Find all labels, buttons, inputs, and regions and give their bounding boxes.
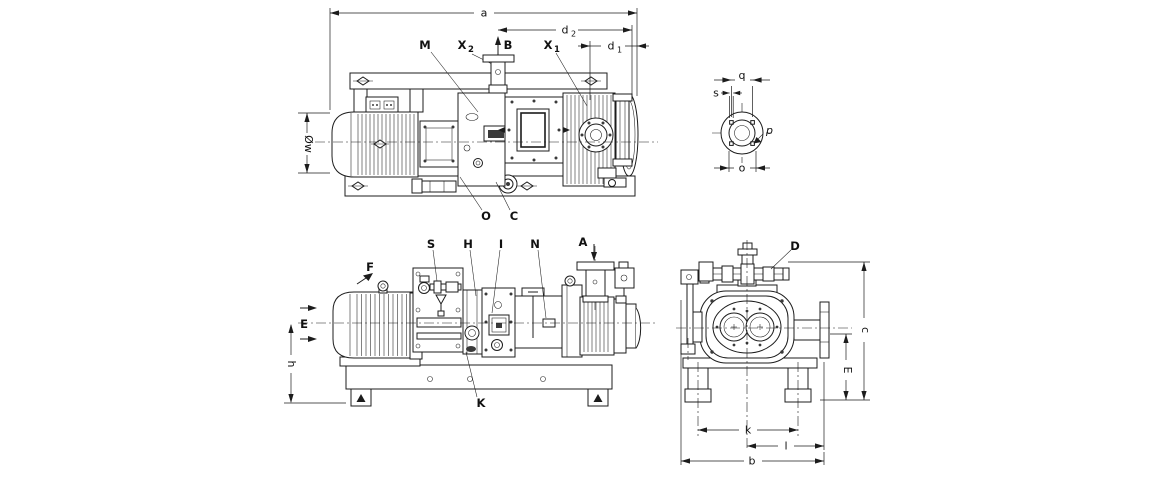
label-e-airflow: E bbox=[300, 305, 317, 342]
end-cover-plan bbox=[612, 93, 639, 177]
inlet-port-side bbox=[576, 246, 615, 312]
lifting-eye-icon bbox=[517, 181, 537, 191]
rotor-bore bbox=[719, 312, 775, 342]
dimension-c: c bbox=[788, 261, 872, 401]
coupling-bell-side bbox=[462, 289, 483, 355]
eye-bolt-icon bbox=[564, 275, 576, 287]
dim-label-p: p bbox=[765, 124, 773, 137]
svg-text:E: E bbox=[300, 317, 308, 331]
motor-terminal-box bbox=[365, 96, 399, 113]
lifting-eye-icon bbox=[353, 76, 373, 86]
svg-text:F: F bbox=[366, 260, 374, 274]
svg-text:K: K bbox=[477, 396, 487, 410]
eye-bolt-icon bbox=[377, 280, 389, 294]
dim-label-s: s bbox=[713, 87, 719, 100]
svg-text:X: X bbox=[544, 38, 553, 52]
port-label-x1: X 1 bbox=[544, 38, 588, 107]
discharge-port-end bbox=[793, 301, 830, 359]
svg-text:O: O bbox=[481, 209, 491, 223]
motor-side bbox=[332, 280, 423, 367]
port-flange-plate-plan bbox=[498, 96, 570, 164]
port-label-m: M bbox=[419, 38, 479, 113]
dimension-l: l bbox=[747, 362, 825, 453]
dim-label-d1-sub: 1 bbox=[617, 46, 622, 55]
dimension-ow: Øw bbox=[298, 112, 330, 174]
dimension-k: k bbox=[698, 424, 798, 437]
svg-text:M: M bbox=[419, 38, 430, 52]
dim-label-ow: Øw bbox=[302, 135, 315, 153]
dimension-a: a bbox=[329, 7, 638, 110]
dimension-b: b bbox=[680, 300, 825, 468]
dim-label-b: b bbox=[749, 455, 756, 468]
dim-label-l: l bbox=[784, 440, 787, 453]
svg-text:1: 1 bbox=[554, 45, 560, 55]
dim-label-o-flange: o bbox=[739, 162, 746, 175]
lifting-eye-icon bbox=[581, 76, 601, 86]
svg-text:X: X bbox=[458, 38, 467, 52]
label-h-port: H bbox=[463, 237, 477, 297]
svg-text:2: 2 bbox=[468, 45, 474, 55]
flange-detail-view: q s o p bbox=[712, 69, 773, 175]
dim-label-k: k bbox=[745, 424, 752, 437]
label-i: I bbox=[491, 237, 503, 314]
pump-gear-cover-plan bbox=[457, 92, 509, 187]
dimension-h: h bbox=[284, 324, 346, 404]
svg-text:N: N bbox=[530, 237, 540, 251]
pump-front-plate bbox=[481, 287, 516, 358]
solenoid-valve bbox=[614, 261, 635, 304]
dim-label-e: E bbox=[841, 367, 854, 374]
port-b-riser bbox=[482, 54, 515, 94]
oil-gauge-fitting bbox=[411, 178, 457, 194]
dim-label-a: a bbox=[481, 7, 488, 20]
base-frame-side bbox=[345, 364, 613, 407]
label-d: D bbox=[770, 239, 800, 270]
dim-label-q: q bbox=[739, 69, 746, 82]
pump-rear-housing bbox=[561, 275, 642, 358]
svg-text:D: D bbox=[790, 239, 800, 253]
port-label-b: B bbox=[495, 36, 512, 56]
coupling-housing-plan bbox=[419, 120, 459, 168]
lifting-eye-icon bbox=[348, 181, 368, 191]
dimension-d1: d 1 bbox=[578, 40, 649, 100]
label-a: A bbox=[579, 235, 597, 261]
drain-fittings-plan bbox=[597, 167, 627, 188]
svg-text:B: B bbox=[504, 38, 513, 52]
svg-text:A: A bbox=[579, 235, 588, 249]
label-n: N bbox=[530, 237, 547, 319]
side-view: F S H I N A E bbox=[284, 235, 658, 410]
dim-label-h: h bbox=[285, 361, 298, 368]
pump-housing-end bbox=[691, 278, 795, 364]
dim-label-d2: d bbox=[562, 24, 569, 37]
dimension-d2: d 2 bbox=[498, 24, 633, 96]
flange-outer-circle bbox=[720, 111, 764, 155]
dimension-p: p bbox=[753, 124, 773, 144]
dim-label-d1: d bbox=[608, 40, 615, 53]
oil-reservoir bbox=[514, 287, 563, 349]
left-valve-group bbox=[680, 261, 714, 360]
dim-label-c: c bbox=[859, 327, 872, 333]
dimension-s: s bbox=[713, 87, 742, 118]
dimension-o-flange: o bbox=[714, 151, 770, 175]
port-label-o: O bbox=[459, 176, 491, 223]
svg-text:I: I bbox=[499, 237, 503, 251]
dim-label-d2-sub: 2 bbox=[571, 30, 576, 39]
end-view: D c E k bbox=[676, 239, 872, 468]
label-f: F bbox=[356, 260, 374, 285]
round-flange-plan bbox=[578, 117, 614, 153]
dimension-q: q bbox=[714, 69, 770, 117]
valve-panel bbox=[412, 267, 464, 353]
svg-text:C: C bbox=[510, 209, 518, 223]
svg-text:S: S bbox=[427, 237, 435, 251]
svg-text:H: H bbox=[463, 237, 473, 251]
port-label-c: C bbox=[495, 181, 518, 223]
label-s: S bbox=[427, 237, 438, 282]
dimension-e: E bbox=[830, 333, 854, 400]
top-view: a d 2 d 1 bbox=[298, 7, 658, 223]
label-k: K bbox=[465, 351, 487, 410]
motor-plan bbox=[331, 111, 419, 178]
